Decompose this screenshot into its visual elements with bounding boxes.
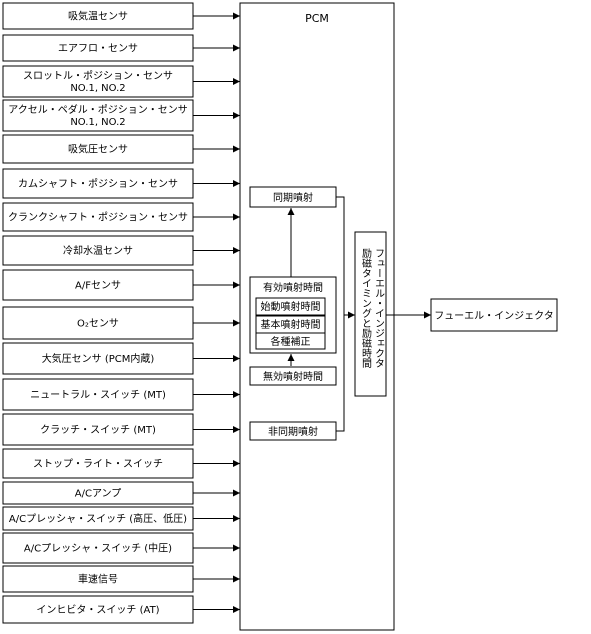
sensor-box bbox=[2, 448, 194, 479]
sensor-label: 吸気圧センサ bbox=[68, 143, 128, 156]
sensor-box bbox=[2, 134, 194, 164]
sensor-label: O₂センサ bbox=[77, 318, 119, 330]
injector-timing-line2: 励磁タイミングと励磁時間 bbox=[360, 247, 372, 369]
start-injection-box bbox=[255, 297, 326, 316]
sensor-label: クラッチ・スイッチ (MT) bbox=[40, 424, 156, 436]
sensor-label: 冷却水温センサ bbox=[63, 244, 133, 257]
sensor-label: ストップ・ライト・スイッチ bbox=[33, 458, 163, 470]
async-injection-label: 非同期噴射 bbox=[268, 426, 318, 438]
sensor-label: 吸気温センサ bbox=[68, 10, 128, 23]
sensor-box bbox=[2, 595, 194, 624]
corrections-label: 各種補正 bbox=[271, 335, 311, 348]
effective-injection-label: 有効噴射時間 bbox=[263, 281, 323, 294]
sensor-label: A/Fセンサ bbox=[75, 280, 121, 292]
sensor-box bbox=[2, 65, 194, 98]
sensor-box bbox=[2, 565, 194, 593]
fuel-injector-output-box bbox=[430, 298, 558, 332]
sensor-box bbox=[2, 2, 194, 30]
sensor-box bbox=[2, 168, 194, 199]
sensor-label: A/Cプレッシャ・スイッチ (中圧) bbox=[24, 542, 172, 555]
invalid-injection-box bbox=[249, 366, 337, 386]
sensor-box bbox=[2, 413, 194, 446]
sensor-label: カムシャフト・ポジション・センサ bbox=[18, 178, 178, 190]
sensor-box bbox=[2, 342, 194, 375]
sensor-label: A/Cプレッシャ・スイッチ (高圧、低圧) bbox=[9, 512, 187, 525]
sensor-label: アクセル・ペダル・ポジション・センサ bbox=[8, 103, 188, 116]
sensor-label: 車速信号 bbox=[78, 573, 118, 586]
sensor-label: ニュートラル・スイッチ (MT) bbox=[30, 389, 166, 401]
invalid-injection-label: 無効噴射時間 bbox=[263, 370, 323, 383]
sensor-box bbox=[2, 235, 194, 266]
sensor-label: インヒビタ・スイッチ (AT) bbox=[36, 604, 159, 616]
sensor-label: エアフロ・センサ bbox=[58, 43, 138, 55]
sensor-label: スロットル・ポジション・センサ bbox=[23, 70, 173, 82]
sensor-box bbox=[2, 378, 194, 411]
sync-injection-label: 同期噴射 bbox=[273, 192, 313, 204]
injector-timing-box bbox=[354, 231, 387, 397]
fuel-injector-output-label: フューエル・インジェクタ bbox=[434, 310, 554, 322]
sensor-label: クランクシャフト・ポジション・センサ bbox=[8, 212, 188, 224]
sensor-label: NO.1, NO.2 bbox=[70, 117, 125, 128]
sensor-box bbox=[2, 306, 194, 340]
sensor-box bbox=[2, 202, 194, 232]
sensor-box bbox=[2, 34, 194, 62]
sensor-label: NO.1, NO.2 bbox=[70, 83, 125, 94]
sync-connector bbox=[336, 196, 345, 432]
corrections-box bbox=[255, 332, 326, 350]
base-injection-label: 基本噴射時間 bbox=[261, 318, 321, 331]
sensor-label: A/Cアンプ bbox=[75, 488, 122, 500]
sensor-label: 大気圧センサ (PCM内蔵) bbox=[42, 352, 155, 365]
pcm-label: PCM bbox=[305, 12, 329, 25]
sensor-box bbox=[2, 99, 194, 132]
injector-timing-line1: フューエル・インジェクタ bbox=[373, 248, 385, 368]
sensor-box bbox=[2, 532, 194, 564]
start-injection-label: 始動噴射時間 bbox=[261, 300, 321, 313]
